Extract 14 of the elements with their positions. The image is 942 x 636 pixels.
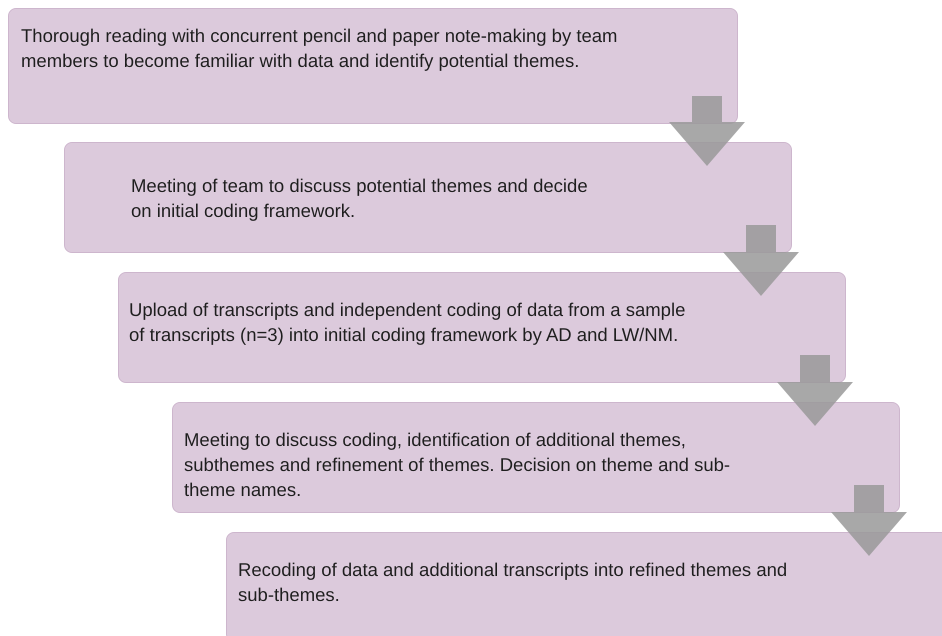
step-text: Upload of transcripts and independent coding of data from a sample of transcripts (n=3) into initial coding framework by AD and LW/NM. <box>129 298 686 347</box>
step-box <box>64 142 792 253</box>
block-arrow <box>777 355 853 426</box>
block-arrow <box>831 485 907 556</box>
step-box <box>8 8 738 124</box>
block-arrow <box>669 96 745 166</box>
step-box <box>118 272 846 383</box>
step-text: Meeting of team to discuss potential themes and decide on initial coding framework. <box>131 174 589 223</box>
step-text: Thorough reading with concurrent pencil and paper note-making by team members to become familiar with data and identify potential themes. <box>21 24 618 73</box>
step-text: Recoding of data and additional transcripts into refined themes and sub-themes. <box>238 558 788 607</box>
step-box <box>226 532 942 636</box>
block-arrow <box>723 225 799 296</box>
step-text: Meeting to discuss coding, identification of additional themes, subthemes and refinement of themes. Decision on theme and sub-theme names. <box>184 428 732 502</box>
step-box <box>172 402 900 513</box>
